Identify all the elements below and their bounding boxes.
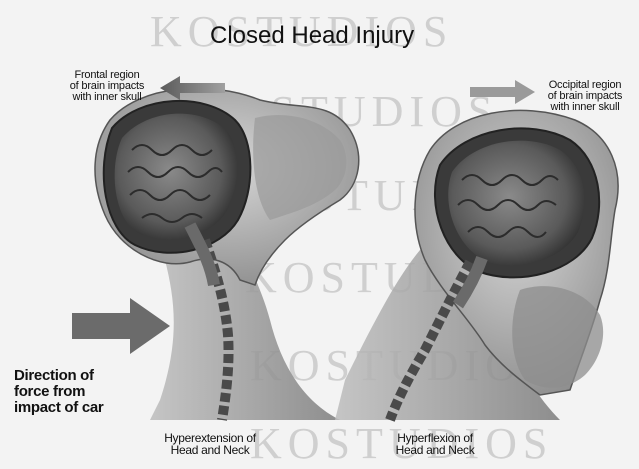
arrow-impact-force — [72, 298, 170, 354]
caption-hyperflexion: Hyperflexion of Head and Neck — [380, 432, 490, 456]
label-frontal-region: Frontal region of brain impacts with inn… — [52, 70, 162, 103]
arrow-occipital-right — [470, 80, 535, 104]
diagram-title: Closed Head Injury — [210, 22, 414, 50]
caption-hyperextension: Hyperextension of Head and Neck — [150, 432, 270, 456]
label-occipital-region: Occipital region of brain impacts with i… — [530, 80, 639, 113]
label-direction-of-force: Direction of force from impact of car — [14, 368, 103, 416]
hyperflexion-figure — [335, 110, 618, 420]
hyperextension-figure — [95, 88, 359, 420]
